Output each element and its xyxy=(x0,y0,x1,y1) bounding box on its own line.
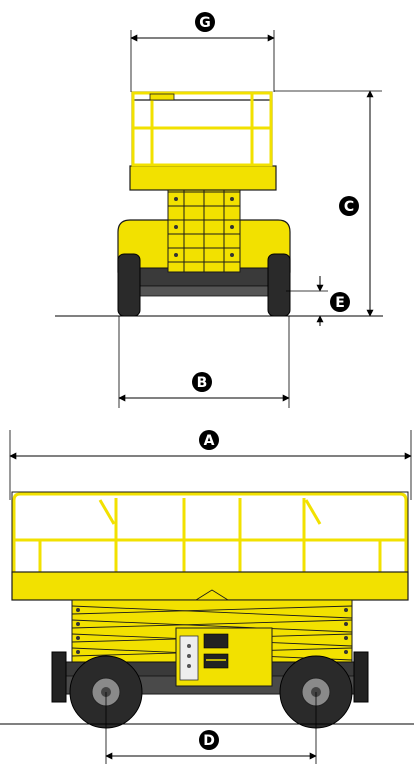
label-b-badge xyxy=(192,372,212,392)
front-right-wheel xyxy=(267,253,291,317)
front-guardrail-gate xyxy=(149,93,175,101)
label-d-badge xyxy=(199,730,219,750)
label-e: E xyxy=(335,295,345,311)
label-d: D xyxy=(203,733,215,749)
label-a: A xyxy=(204,433,215,449)
label-g-badge xyxy=(195,12,215,32)
front-platform-deck xyxy=(129,165,277,191)
front-view: G C E B xyxy=(55,12,383,408)
label-g: G xyxy=(199,15,211,31)
side-right-outrigger xyxy=(353,651,369,703)
side-view: A xyxy=(0,430,414,764)
label-c-badge xyxy=(339,196,359,216)
label-b: B xyxy=(197,375,208,391)
front-left-wheel xyxy=(117,253,141,317)
label-e-badge xyxy=(330,292,350,312)
label-a-badge xyxy=(199,430,219,450)
front-scissor-stack xyxy=(167,179,241,273)
label-c: C xyxy=(344,199,354,215)
side-left-outrigger xyxy=(51,651,67,703)
side-guardrail xyxy=(11,491,409,573)
